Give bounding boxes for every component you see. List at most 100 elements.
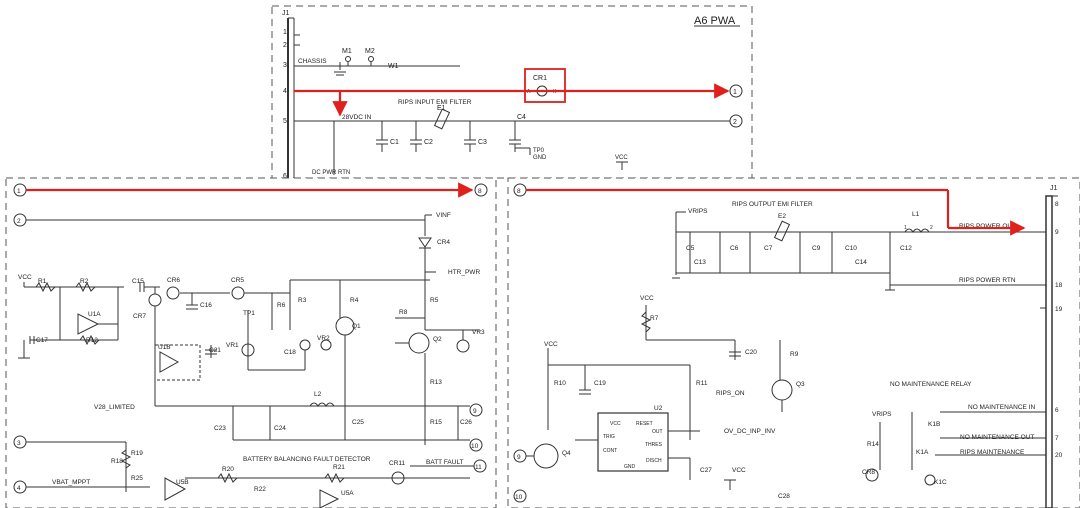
right-off-9: 9 (517, 454, 521, 461)
u2-label: U2 (654, 405, 663, 412)
c9-label: C9 (812, 245, 821, 252)
r11-label: R11 (696, 380, 708, 387)
r13-label: R13 (430, 379, 442, 386)
w1-label: W1 (388, 63, 399, 70)
tp0-label: TP0 (533, 148, 545, 154)
r19-label: R19 (131, 450, 143, 457)
u2-vcc: VCC (610, 421, 621, 427)
q1-label: Q1 (352, 323, 361, 330)
q2-label: Q2 (433, 336, 442, 343)
r21-label: R21 (333, 464, 345, 471)
dc-pwr-rtn-label: DC PWR RTN (312, 170, 350, 176)
r2-label: R2 (80, 278, 89, 285)
left-off-2: 2 (17, 218, 21, 225)
c18-label: C18 (284, 349, 296, 356)
u2-cont: CONT (603, 448, 617, 454)
vcc-right-a: VCC (640, 295, 654, 302)
r18-label: R18 (111, 458, 123, 465)
left-off-10: 10 (471, 443, 479, 450)
cr8-label: CR8 (862, 469, 875, 476)
ov-dc-label: OV_DC_INP_INV (724, 428, 776, 435)
c19-label: C19 (594, 380, 606, 387)
k1a-label: K1A (916, 449, 929, 456)
j1-pin-20: 20 (1055, 452, 1063, 459)
c24-label: C24 (274, 425, 286, 432)
u2-gnd: GND (624, 464, 636, 470)
r3-label: R3 (298, 297, 307, 304)
offsheet-2-top: 2 (733, 119, 737, 126)
u1b-label: U1B (158, 344, 171, 351)
u2-trig: TRIG (603, 434, 615, 440)
r25-label: R25 (131, 475, 143, 482)
c4-label: C4 (517, 114, 526, 121)
j1-pin-8: 8 (1055, 201, 1059, 208)
c23-label: C23 (214, 425, 226, 432)
cr6-label: CR6 (167, 277, 180, 284)
left-off-3: 3 (17, 440, 21, 447)
top-pin-1: 1 (283, 29, 287, 36)
htr-pwr-label: HTR_PWR (448, 269, 480, 276)
r22-label: R22 (254, 486, 266, 493)
l1-pin1: 1 (904, 225, 907, 231)
vrips-label: VRIPS (688, 208, 708, 215)
e2-label: E2 (778, 213, 786, 220)
c25-label: C25 (352, 419, 364, 426)
e1-label: E1 (437, 105, 446, 112)
chassis-label: CHASSIS (298, 58, 327, 65)
no-maint-out-label: NO MAINTENANCE OUT (960, 434, 1034, 441)
no-maint-in-label: NO MAINTENANCE IN (968, 404, 1035, 411)
j1-pin-19: 19 (1055, 306, 1063, 313)
l1-pin2: 2 (930, 225, 933, 231)
top-pin-6: 6 (283, 173, 287, 180)
k1b-label: K1B (928, 421, 940, 428)
cr1-label: CR1 (533, 75, 547, 82)
top-sheet-labels: J1 A6 PWA 1 2 3 4 5 6 CHASSIS M1 M2 W1 C… (282, 10, 740, 180)
right-sheet-labels: 8 J1 VRIPS RIPS OUTPUT EMI FILTER E2 L1 … (515, 185, 1063, 501)
c1-label: C1 (390, 139, 399, 146)
offsheet-1-top: 1 (733, 89, 737, 96)
left-off-11: 11 (475, 464, 482, 471)
connector-j1-right: J1 (1050, 185, 1058, 192)
vr1-label: VR1 (226, 342, 239, 349)
c15-label: C15 (132, 278, 144, 285)
r7-label: R7 (650, 315, 659, 322)
c16-label: C16 (200, 302, 212, 309)
j1-pin-18: 18 (1055, 282, 1063, 289)
vcc-top-label: VCC (615, 155, 628, 161)
c5-label: C5 (686, 245, 695, 252)
output-filter-title: RIPS OUTPUT EMI FILTER (732, 201, 813, 208)
input-filter-title: RIPS INPUT EMI FILTER (398, 99, 472, 106)
c7-label: C7 (764, 245, 773, 252)
r14-label: R14 (867, 441, 879, 448)
u2-out: OUT (652, 429, 663, 435)
u1a-label: U1A (88, 311, 101, 318)
u5a-label: U5A (341, 490, 354, 497)
vr3-label: VR3 (472, 329, 485, 336)
r4-label: R4 (350, 297, 359, 304)
sheet-title: A6 PWA (694, 15, 736, 27)
right-off-10: 10 (515, 494, 523, 501)
right-sheet (507, 177, 1080, 508)
u2-disch: DISCH (646, 458, 662, 464)
r8-label: R8 (399, 309, 408, 316)
c12-label: C12 (900, 245, 912, 252)
signal-path-highlights (26, 68, 1026, 236)
bbfd-label: BATTERY BALANCING FAULT DETECTOR (243, 456, 371, 463)
c28-label: C28 (778, 493, 790, 500)
cr5-label: CR5 (231, 277, 244, 284)
cr11-label: CR11 (389, 460, 406, 467)
q4-label: Q4 (562, 450, 571, 457)
c13-label: C13 (694, 259, 706, 266)
right-sheet-border (507, 177, 1080, 508)
r12-label: R12 (86, 337, 98, 344)
left-sheet-labels: 1 8 2 VINF CR4 HTR_PWR VCC R1 R2 C15 CR6… (17, 188, 485, 497)
r5-label: R5 (430, 297, 439, 304)
c17-label: C17 (36, 337, 48, 344)
rips-on-label: RIPS_ON (716, 390, 745, 397)
no-maint-relay-label: NO MAINTENANCE RELAY (890, 381, 972, 388)
j1-pin-7: 7 (1055, 435, 1059, 442)
left-off-9: 9 (473, 408, 477, 415)
c2-label: C2 (424, 139, 433, 146)
j1-pin-9: 9 (1055, 229, 1059, 236)
